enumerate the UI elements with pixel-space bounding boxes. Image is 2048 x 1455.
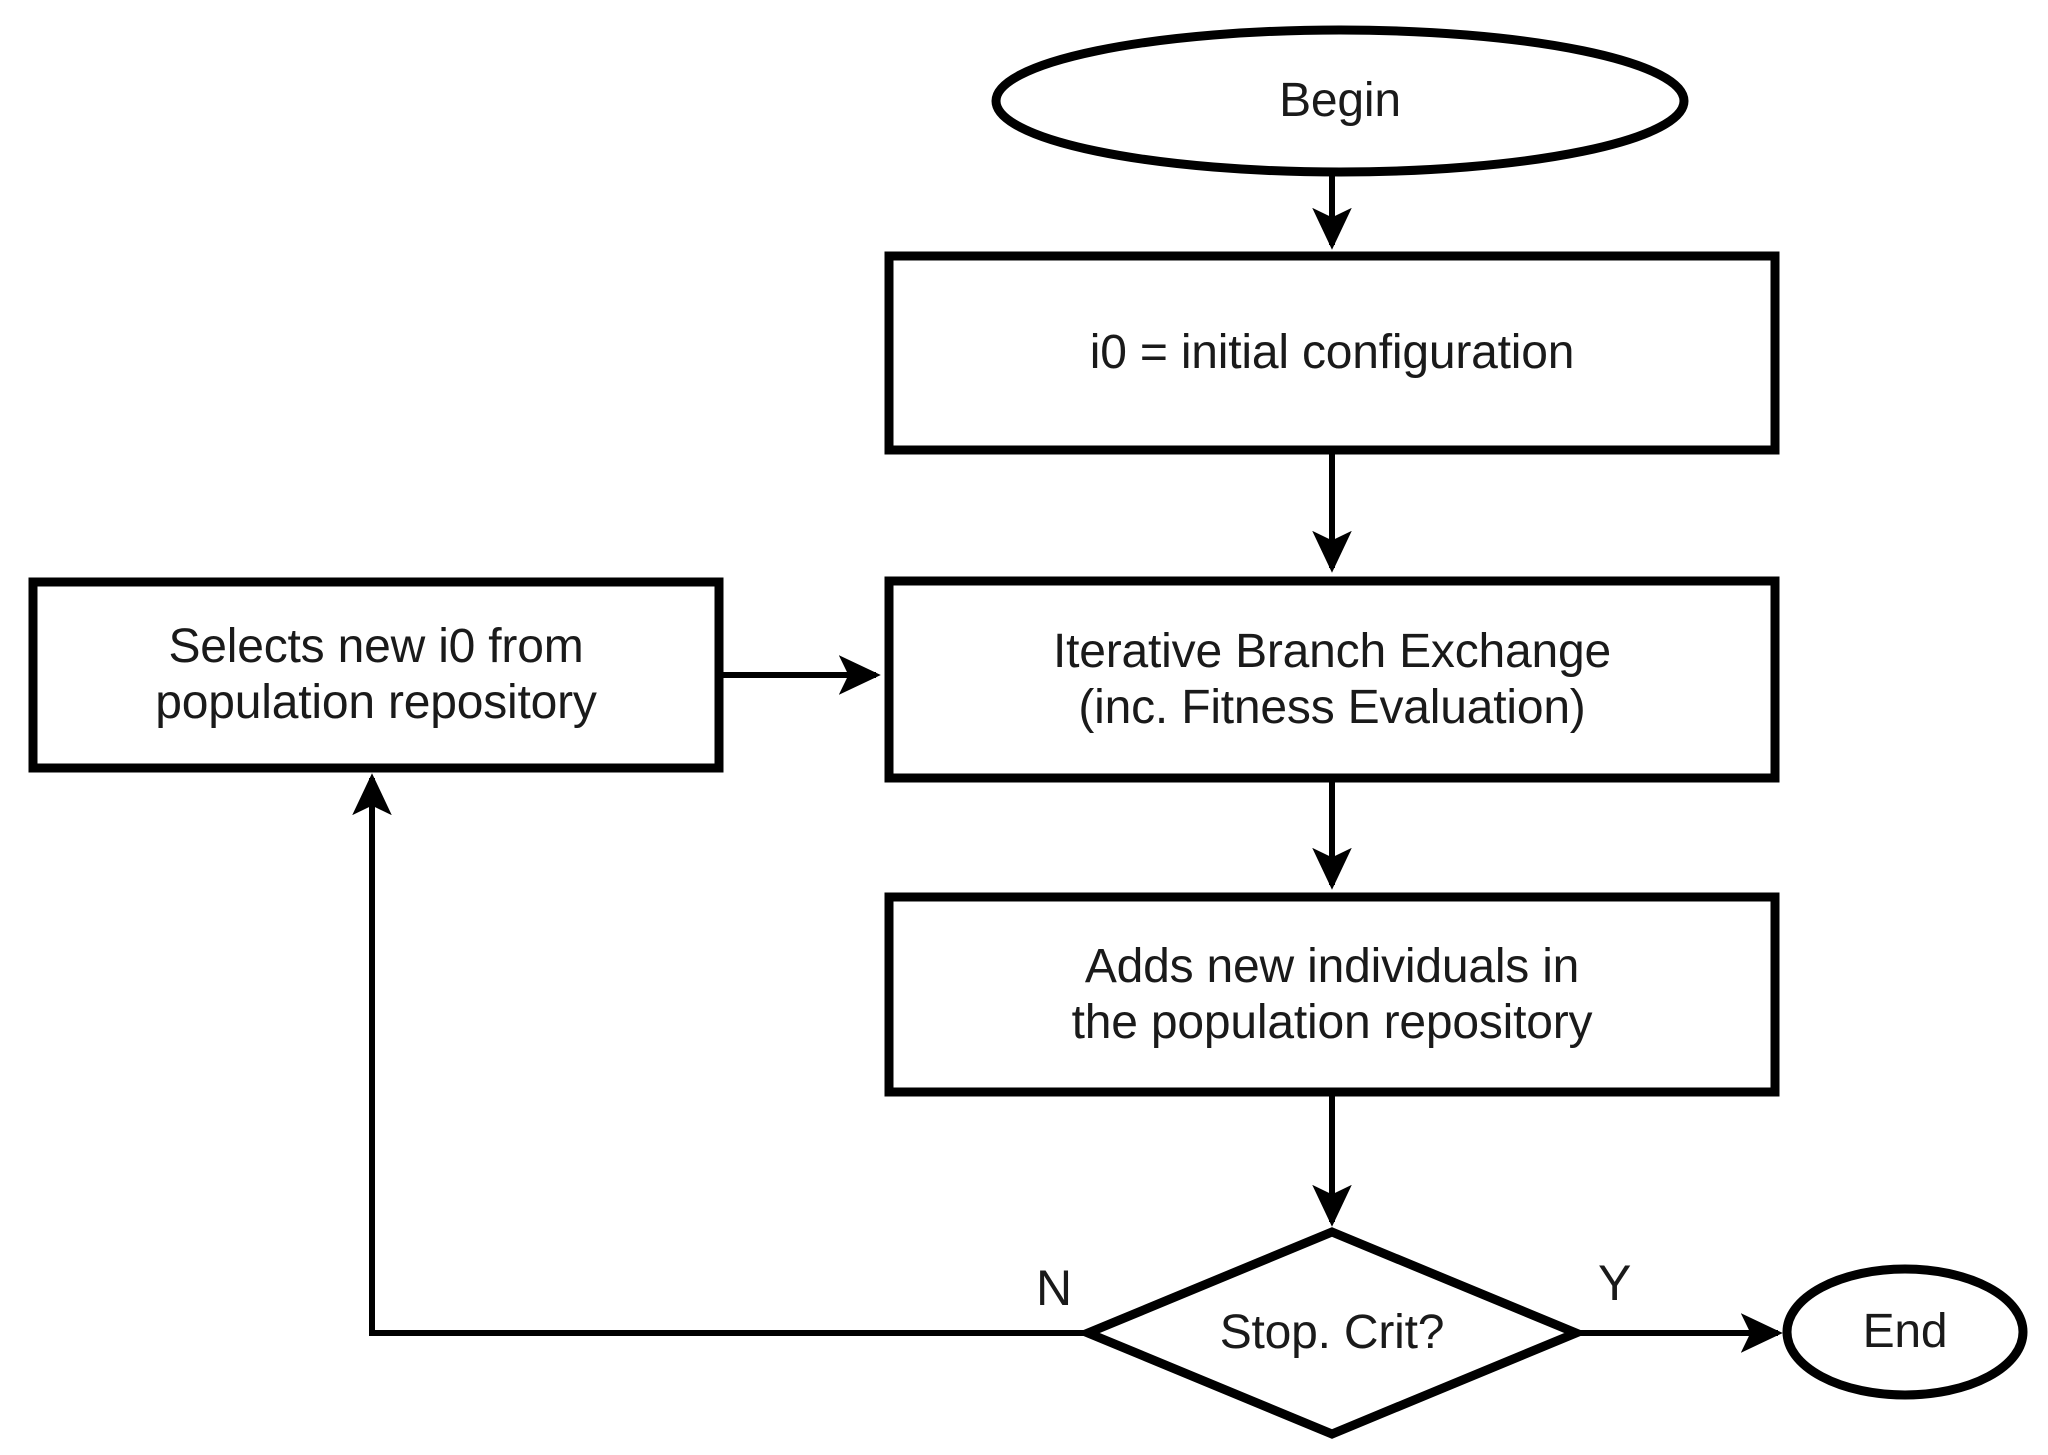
node-begin[interactable] [991,25,1689,177]
node-end[interactable] [1782,1264,2028,1400]
node-adds[interactable] [884,892,1780,1097]
node-iterative[interactable] [884,576,1780,783]
edge-label-yes: Y [1598,1255,1632,1311]
node-select[interactable] [28,577,724,773]
edge-label-no: N [1036,1260,1073,1316]
edge-stopcrit-no-to-select [352,773,1088,1336]
node-init[interactable] [884,251,1780,455]
node-stopcrit[interactable] [1076,1227,1588,1439]
